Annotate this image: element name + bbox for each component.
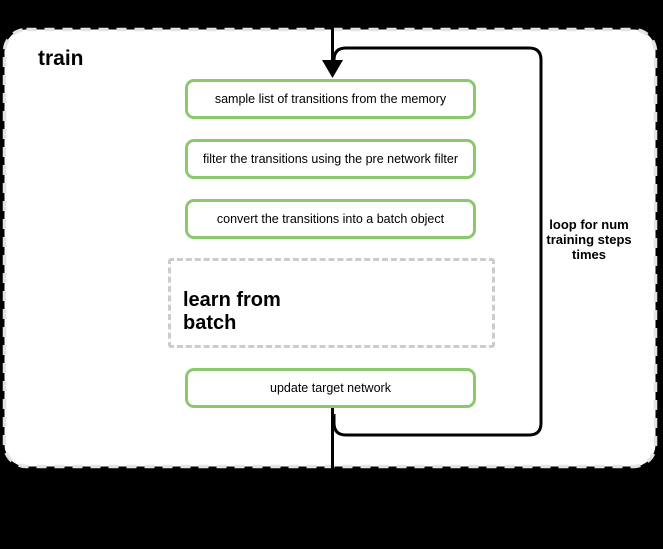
step-convert-to-batch: convert the transitions into a batch obj… <box>185 199 476 239</box>
step-label: convert the transitions into a batch obj… <box>216 212 445 226</box>
container-title: train <box>38 47 84 70</box>
step-label: filter the transitions using the pre net… <box>203 152 458 166</box>
loop-boundary <box>332 46 543 437</box>
subprocess-learn-from-batch: learn from batch <box>168 258 495 348</box>
subprocess-label: learn from batch <box>183 289 281 334</box>
loop-annotation: loop for num training steps times <box>546 217 632 262</box>
step-filter-transitions: filter the transitions using the pre net… <box>185 139 476 179</box>
train-container-outline <box>2 27 658 469</box>
step-sample-transitions: sample list of transitions from the memo… <box>185 79 476 119</box>
down-arrowhead-icon <box>322 60 343 78</box>
step-label: sample list of transitions from the memo… <box>214 92 447 106</box>
step-update-target-network: update target network <box>185 368 476 408</box>
step-label: update target network <box>270 381 391 395</box>
